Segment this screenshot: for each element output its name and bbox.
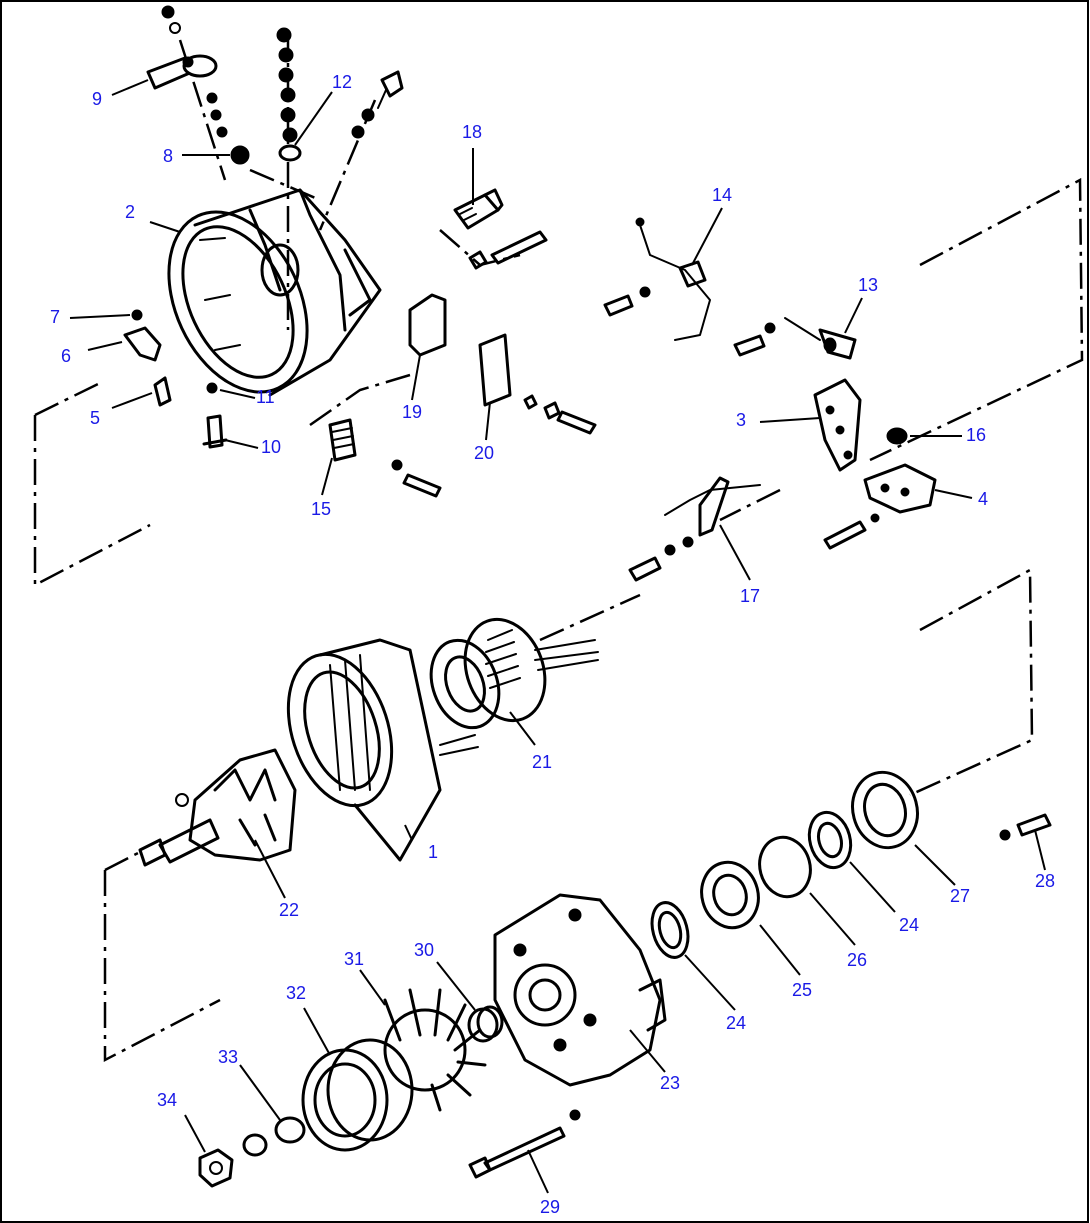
callout-8: 8 bbox=[163, 146, 173, 166]
callout-7: 7 bbox=[50, 307, 60, 327]
callout-10: 10 bbox=[261, 437, 281, 457]
callout-12: 12 bbox=[332, 72, 352, 92]
callout-26: 26 bbox=[847, 950, 867, 970]
callout-31: 31 bbox=[344, 949, 364, 969]
callout-11: 11 bbox=[256, 387, 275, 407]
spring-part-15 bbox=[328, 418, 442, 498]
field-coil-part-21 bbox=[429, 617, 599, 730]
rear-housing bbox=[167, 188, 382, 397]
bearing-stack-parts-24-27 bbox=[650, 770, 1052, 959]
callout-18: 18 bbox=[462, 122, 482, 142]
callout-19: 19 bbox=[402, 402, 422, 422]
callout-21: 21 bbox=[532, 752, 552, 772]
spacer-part-30 bbox=[467, 1005, 504, 1043]
rotor-part-22 bbox=[138, 748, 297, 867]
callout-25: 25 bbox=[792, 980, 812, 1000]
terminal-part-9 bbox=[146, 5, 228, 138]
callout-20: 20 bbox=[474, 443, 494, 463]
callout-24b: 24 bbox=[899, 915, 919, 935]
callout-9: 9 bbox=[92, 89, 102, 109]
callout-23: 23 bbox=[660, 1073, 680, 1093]
leader-lines bbox=[69, 79, 1046, 1194]
brackets-parts-19-20 bbox=[408, 293, 597, 435]
callout-27: 27 bbox=[950, 886, 970, 906]
fan-part-31 bbox=[383, 988, 487, 1112]
callout-16: 16 bbox=[966, 425, 986, 445]
through-bolt-part-29 bbox=[468, 1109, 581, 1179]
callout-5: 5 bbox=[90, 408, 100, 428]
front-housing-part-23 bbox=[493, 893, 667, 1087]
callout-2: 2 bbox=[125, 202, 135, 222]
callout-3: 3 bbox=[736, 410, 746, 430]
callout-14: 14 bbox=[712, 185, 732, 205]
callout-labels: 1 2 3 4 5 6 7 8 9 10 11 12 13 14 15 16 1… bbox=[50, 72, 1055, 1217]
callout-22: 22 bbox=[279, 900, 299, 920]
centerlines bbox=[33, 30, 1084, 1063]
nut-stack-parts-8-12 bbox=[230, 27, 404, 165]
wire-harness-part-14 bbox=[603, 217, 711, 341]
stator-part-1 bbox=[286, 638, 479, 862]
callout-29: 29 bbox=[540, 1197, 560, 1217]
capacitor-part-13 bbox=[733, 317, 857, 360]
callout-15: 15 bbox=[311, 499, 331, 519]
callout-6: 6 bbox=[61, 346, 71, 366]
washer-nut-parts-33-34 bbox=[198, 1116, 306, 1188]
connector-part-18 bbox=[453, 188, 504, 230]
callout-17: 17 bbox=[740, 586, 760, 606]
brush-holder-parts-3-4 bbox=[813, 378, 937, 550]
callout-33: 33 bbox=[218, 1047, 238, 1067]
callout-1: 1 bbox=[428, 842, 438, 862]
pulley-part-32 bbox=[301, 1038, 414, 1152]
rectifier-part-17 bbox=[628, 476, 761, 582]
callout-30: 30 bbox=[414, 940, 434, 960]
callout-32: 32 bbox=[286, 983, 306, 1003]
left-small-parts bbox=[123, 230, 548, 449]
callout-34: 34 bbox=[157, 1090, 177, 1110]
callout-4: 4 bbox=[978, 489, 988, 509]
callout-24a: 24 bbox=[726, 1013, 746, 1033]
callout-13: 13 bbox=[858, 275, 878, 295]
callout-28: 28 bbox=[1035, 871, 1055, 891]
